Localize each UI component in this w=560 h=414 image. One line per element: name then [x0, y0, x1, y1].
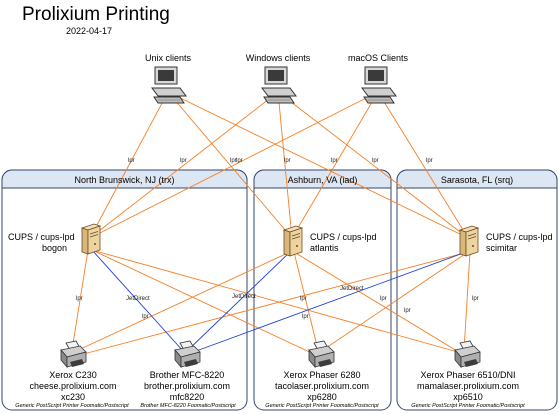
printer-model: Xerox C230 [49, 370, 97, 380]
link-macos-bogon [89, 91, 379, 239]
printer-short-name: xp6510 [453, 392, 483, 402]
server-icon [458, 225, 480, 257]
region-title-srq: Sarasota, FL (srq) [440, 175, 514, 185]
server-hostname: atlantis [310, 243, 339, 253]
link-scimitar-mfc8220 [187, 251, 467, 355]
printer-driver-caption: Brother MFC-8220 Foomatic/Postscript [140, 403, 236, 409]
printer-hostname: brother.prolixium.com [143, 381, 231, 391]
link-bogon-xp6280 [91, 249, 319, 357]
server-software-label: CUPS / cups-lpd [310, 232, 377, 242]
client-label-unix: Unix clients [144, 53, 191, 63]
printer-icon [60, 340, 87, 369]
server-software-label: CUPS / cups-lpd [486, 232, 553, 242]
client-label-windows: Windows clients [245, 53, 311, 63]
printer-short-name: xp6280 [307, 392, 337, 402]
edge-label-lpr: lpr [128, 158, 135, 164]
edge-label-lpr: lpr [426, 158, 433, 164]
server-software-label: CUPS / cups-lpd [8, 232, 75, 242]
server-icon [282, 225, 304, 257]
computer-icon [151, 66, 187, 104]
link-atlantis-xp6280 [293, 251, 319, 351]
diagram-date: 2022-04-17 [66, 26, 113, 36]
printer-hostname: tacolaser.prolixium.com [274, 381, 370, 391]
edge-label-lpr: lpr [300, 296, 307, 302]
edge-label-lpr: lpr [404, 308, 411, 314]
printer-label-xp6280: Xerox Phaser 6280 tacolaser.prolixium.co… [262, 370, 382, 403]
edge-label-lpr: lpr [142, 314, 149, 320]
link-scimitar-xp6510 [463, 251, 471, 351]
server-icon [80, 223, 102, 255]
printer-driver-caption: Generic PostScript Printer Foomatic/Post… [265, 403, 379, 409]
link-scimitar-xc230 [75, 251, 469, 357]
printer-model: Xerox Phaser 6510/DNI [420, 370, 516, 380]
edge-label-jetdirect: JetDirect [340, 286, 364, 292]
edge-label-lpr: lpr [76, 296, 83, 302]
edge-label-lpr: lpr [302, 314, 309, 320]
link-atlantis-xp6510 [293, 251, 463, 355]
link-atlantis-mfc8220 [185, 251, 291, 353]
printer-driver-caption: Generic PostScript Printer Foomatic/Post… [411, 403, 525, 409]
link-bogon-xc230 [71, 249, 89, 351]
printer-label-xp6510: Xerox Phaser 6510/DNI mamalaser.prolixiu… [408, 370, 528, 403]
server-hostname: bogon [42, 243, 68, 253]
link-unix-bogon [89, 91, 169, 239]
edge-label-lpr: lpr [284, 158, 291, 164]
diagram-title: Prolixium Printing [22, 4, 170, 25]
link-windows-bogon [89, 91, 279, 239]
server-label-bogon: CUPS / cups-lpd bogon [8, 232, 75, 254]
server-label-atlantis: CUPS / cups-lpd atlantis [310, 232, 377, 254]
link-windows-scimitar [277, 91, 469, 239]
printer-short-name: mfc8220 [169, 392, 205, 402]
link-windows-atlantis [277, 91, 293, 239]
edge-label-lpr: lpr [236, 158, 243, 164]
edge-label-lpr: lpr [372, 158, 379, 164]
printer-hostname: cheese.prolixium.com [29, 381, 117, 391]
client-label-macos: macOS Clients [347, 53, 409, 63]
printer-icon [454, 340, 481, 369]
edge-label-lpr: lpr [230, 158, 237, 164]
server-hostname: scimitar [486, 243, 517, 253]
printer-driver-caption: Generic PostScript Printer Foomatic/Post… [15, 403, 129, 409]
computer-icon [361, 66, 397, 104]
link-unix-scimitar [167, 91, 469, 239]
printer-label-xc230: Xerox C230 cheese.prolixium.com xc230 [18, 370, 128, 403]
printer-icon [308, 340, 335, 369]
printer-model: Xerox Phaser 6280 [283, 370, 361, 380]
link-macos-atlantis [291, 91, 379, 239]
edge-label-lpr: lpr [180, 158, 187, 164]
edge-label-lpr: lpr [472, 296, 479, 302]
edge-label-jetdirect: JetDirect [232, 294, 256, 300]
link-scimitar-xp6280 [319, 251, 469, 353]
printer-icon [174, 340, 201, 369]
region-title-iad: Ashburn, VA (iad) [287, 175, 358, 185]
server-label-scimitar: CUPS / cups-lpd scimitar [486, 232, 553, 254]
printer-hostname: mamalaser.prolixium.com [416, 381, 520, 391]
printer-label-mfc8220: Brother MFC-8220 brother.prolixium.com m… [132, 370, 242, 403]
printer-short-name: xc230 [60, 392, 86, 402]
link-macos-scimitar [377, 91, 469, 239]
link-unix-atlantis [167, 91, 293, 239]
region-title-trx: North Brunswick, NJ (trx) [74, 175, 175, 185]
edge-label-lpr: lpr [331, 158, 338, 164]
edge-label-lpr: lpr [380, 296, 387, 302]
link-bogon-mfc8220 [91, 249, 185, 353]
printer-model: Brother MFC-8220 [149, 370, 225, 380]
region-srq [396, 169, 558, 411]
computer-icon [261, 66, 297, 104]
edge-label-jetdirect: JetDirect [126, 296, 150, 302]
link-atlantis-xc230 [73, 251, 291, 353]
